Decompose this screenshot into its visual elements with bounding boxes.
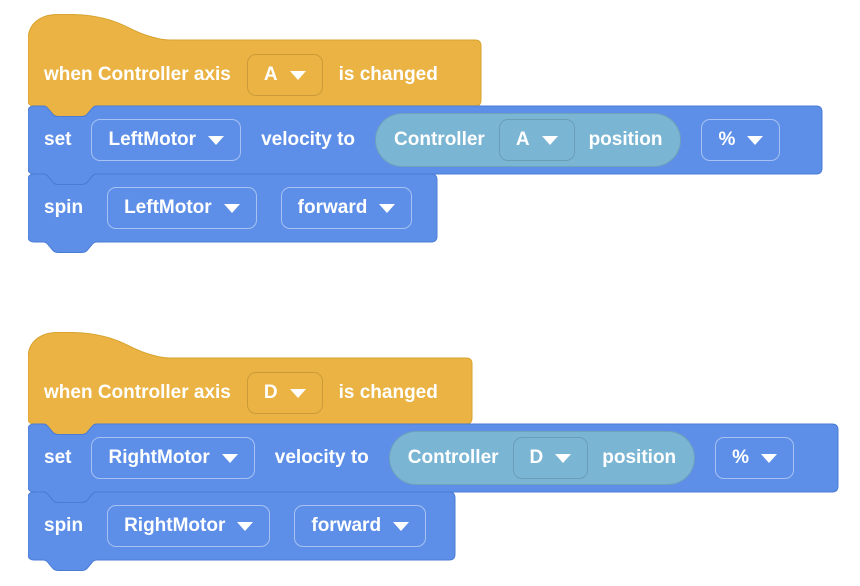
dropdown-caret-icon — [379, 203, 396, 213]
motor-dropdown-value: LeftMotor — [108, 129, 197, 150]
when-controller-axis-label: when Controller axis — [44, 382, 231, 403]
motor-dropdown-value: RightMotor — [108, 447, 210, 468]
dropdown-caret-icon — [393, 521, 410, 531]
direction-dropdown-value: forward — [311, 515, 382, 536]
spin-block-shape[interactable] — [28, 491, 456, 571]
axis-dropdown[interactable]: D — [512, 437, 589, 479]
velocity-to-label: velocity to — [274, 447, 369, 468]
dropdown-caret-icon — [555, 453, 572, 463]
direction-dropdown[interactable]: forward — [294, 505, 427, 547]
controller-label: Controller — [407, 447, 499, 468]
axis-dropdown-value: A — [263, 64, 278, 85]
when-controller-axis-hat-block[interactable]: when Controller axis D is changed — [28, 362, 472, 424]
axis-dropdown-value: D — [529, 447, 544, 468]
motor-dropdown[interactable]: RightMotor — [91, 437, 255, 479]
dropdown-caret-icon — [208, 135, 225, 145]
dropdown-caret-icon — [541, 135, 558, 145]
axis-dropdown-value: A — [515, 129, 530, 150]
controller-label: Controller — [394, 129, 485, 150]
position-label: position — [588, 129, 663, 150]
block-stack-left-motor: when Controller axis A is changed set Le… — [28, 14, 840, 258]
motor-dropdown[interactable]: RightMotor — [107, 505, 271, 547]
unit-dropdown[interactable]: % — [715, 437, 795, 479]
when-controller-axis-hat-block[interactable]: when Controller axis A is changed — [28, 44, 481, 106]
axis-dropdown[interactable]: A — [498, 119, 575, 161]
unit-dropdown[interactable]: % — [701, 119, 781, 161]
controller-position-reporter[interactable]: Controller A position — [375, 113, 682, 167]
motor-dropdown-value: LeftMotor — [124, 197, 212, 218]
dropdown-caret-icon — [289, 388, 306, 398]
dropdown-caret-icon — [747, 135, 764, 145]
motor-dropdown[interactable]: LeftMotor — [107, 187, 257, 229]
unit-dropdown-value: % — [732, 447, 750, 468]
direction-dropdown-value: forward — [297, 197, 368, 218]
direction-dropdown[interactable]: forward — [280, 187, 413, 229]
dropdown-caret-icon — [223, 203, 240, 213]
dropdown-caret-icon — [289, 70, 306, 80]
block-stack-right-motor: when Controller axis D is changed set Ri… — [28, 332, 840, 576]
dropdown-caret-icon — [221, 453, 238, 463]
set-label: set — [44, 129, 72, 150]
controller-position-reporter[interactable]: Controller D position — [388, 431, 696, 485]
spin-label: spin — [44, 515, 84, 536]
spin-label: spin — [44, 197, 84, 218]
axis-dropdown-value: D — [263, 382, 278, 403]
position-label: position — [602, 447, 677, 468]
set-velocity-block[interactable]: set LeftMotor velocity to Controller A p… — [28, 106, 822, 174]
axis-dropdown[interactable]: D — [246, 372, 323, 414]
unit-dropdown-value: % — [718, 129, 736, 150]
spin-block[interactable]: spin RightMotor forward — [28, 492, 455, 560]
dropdown-caret-icon — [237, 521, 254, 531]
motor-dropdown-value: RightMotor — [124, 515, 226, 536]
motor-dropdown[interactable]: LeftMotor — [91, 119, 242, 161]
spin-block[interactable]: spin LeftMotor forward — [28, 174, 437, 242]
is-changed-label: is changed — [338, 64, 438, 85]
when-controller-axis-label: when Controller axis — [44, 64, 231, 85]
spin-block-shape[interactable] — [28, 173, 438, 253]
dropdown-caret-icon — [761, 453, 778, 463]
set-velocity-block[interactable]: set RightMotor velocity to Controller D … — [28, 424, 838, 492]
axis-dropdown[interactable]: A — [246, 54, 323, 96]
velocity-to-label: velocity to — [261, 129, 356, 150]
is-changed-label: is changed — [338, 382, 438, 403]
set-label: set — [44, 447, 72, 468]
